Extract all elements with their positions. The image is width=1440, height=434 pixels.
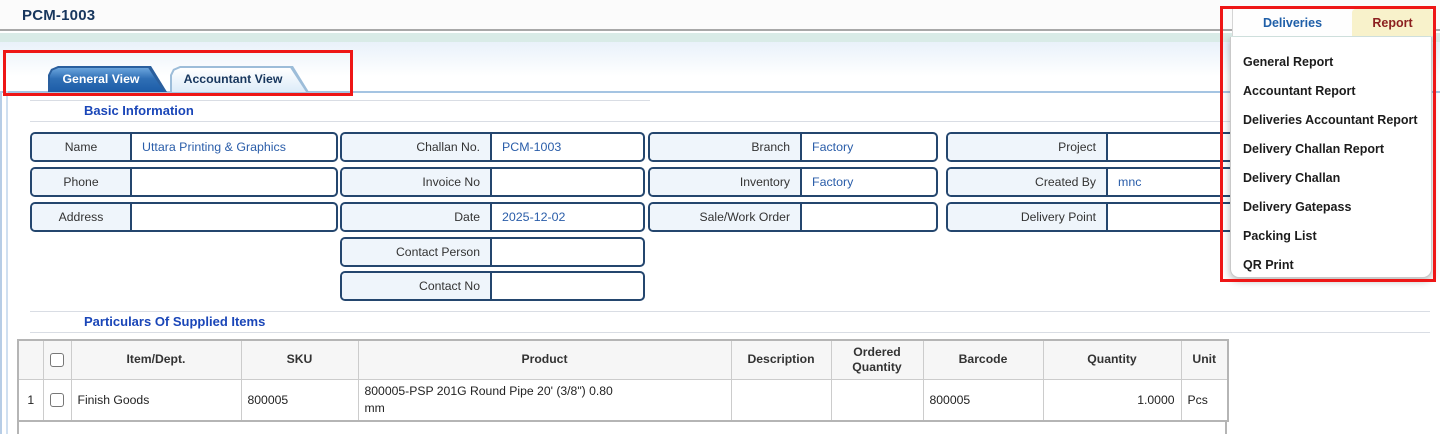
menu-item-delivery-challan-report[interactable]: Delivery Challan Report <box>1243 142 1385 156</box>
field-branch: Branch Factory <box>648 132 938 162</box>
field-contact-no: Contact No <box>340 271 645 301</box>
tab-report[interactable]: Report <box>1352 9 1433 36</box>
divider <box>30 332 1430 333</box>
divider <box>30 311 1430 312</box>
header-product: Product <box>357 339 732 380</box>
field-inventory: Inventory Factory <box>648 167 938 197</box>
header-item-dept: Item/Dept. <box>70 339 242 380</box>
cell-item-dept: Finish Goods <box>70 378 242 422</box>
header-sku: SKU <box>240 339 359 380</box>
panel-left-border-inner <box>6 91 8 434</box>
page-title: PCM-1003 <box>22 7 96 24</box>
field-name-label: Name <box>32 134 132 160</box>
cell-sku: 800005 <box>240 378 359 422</box>
tab-general-view[interactable]: General View <box>48 66 170 92</box>
menu-item-general-report[interactable]: General Report <box>1243 55 1334 69</box>
field-created-by-value[interactable]: mnc <box>1118 175 1142 189</box>
field-contact-person-label: Contact Person <box>342 239 492 265</box>
menu-item-accountant-report[interactable]: Accountant Report <box>1243 84 1356 98</box>
field-invoice-no-label: Invoice No <box>342 169 492 195</box>
table-row: 1 Finish Goods 800005 800005-PSP 201G Ro… <box>17 378 1229 422</box>
row-checkbox[interactable] <box>50 393 64 408</box>
header-row-number <box>17 339 44 380</box>
field-date: Date 2025-12-02 <box>340 202 645 232</box>
field-sale-work-order-value[interactable] <box>802 204 936 230</box>
tab-accountant-view-label: Accountant View <box>183 72 283 86</box>
particulars-heading: Particulars Of Supplied Items <box>84 314 266 329</box>
field-name: Name Uttara Printing & Graphics <box>30 132 338 162</box>
panel-top-border <box>0 91 1440 93</box>
cell-ordered-quantity <box>830 378 924 422</box>
tab-deliveries[interactable]: Deliveries <box>1232 9 1352 36</box>
basic-information-heading: Basic Information <box>84 103 194 118</box>
cell-select <box>42 378 72 422</box>
field-sale-work-order: Sale/Work Order <box>648 202 938 232</box>
header-ordered-quantity: Ordered Quantity <box>830 339 924 380</box>
cell-quantity: 1.0000 <box>1042 378 1182 422</box>
menu-item-delivery-gatepass[interactable]: Delivery Gatepass <box>1243 200 1352 214</box>
divider <box>30 100 650 101</box>
header-barcode: Barcode <box>922 339 1044 380</box>
header-select-all <box>42 339 72 380</box>
field-invoice-no: Invoice No <box>340 167 645 197</box>
tab-general-view-label: General View <box>62 72 140 86</box>
report-dropdown-menu: General Report Accountant Report Deliver… <box>1230 37 1432 278</box>
header-band <box>0 0 1440 31</box>
field-address-value[interactable] <box>132 204 336 230</box>
field-phone: Phone <box>30 167 338 197</box>
field-branch-value[interactable]: Factory <box>812 140 854 154</box>
tab-shape <box>50 68 168 93</box>
field-contact-no-value[interactable] <box>492 273 643 299</box>
cell-product: 800005-PSP 201G Round Pipe 20' (3/8") 0.… <box>357 378 732 422</box>
field-contact-person: Contact Person <box>340 237 645 267</box>
teal-divider-band <box>0 33 1440 42</box>
field-sale-work-order-label: Sale/Work Order <box>650 204 802 230</box>
field-branch-label: Branch <box>650 134 802 160</box>
field-name-value[interactable]: Uttara Printing & Graphics <box>142 140 286 154</box>
divider <box>30 121 1430 122</box>
menu-item-packing-list[interactable]: Packing List <box>1243 229 1317 243</box>
field-project-label: Project <box>948 134 1108 160</box>
header-description: Description <box>730 339 832 380</box>
field-contact-person-value[interactable] <box>492 239 643 265</box>
cell-row-number: 1 <box>17 378 44 422</box>
select-all-checkbox[interactable] <box>50 352 64 367</box>
menu-item-delivery-challan[interactable]: Delivery Challan <box>1243 171 1341 185</box>
field-address-label: Address <box>32 204 132 230</box>
header-unit: Unit <box>1180 339 1229 380</box>
tab-shape <box>172 68 310 93</box>
field-phone-label: Phone <box>32 169 132 195</box>
supplied-items-table: Item/Dept. SKU Product Description Order… <box>17 339 1229 422</box>
tab-accountant-view[interactable]: Accountant View <box>170 66 312 92</box>
menu-item-deliveries-accountant-report[interactable]: Deliveries Accountant Report <box>1243 113 1418 127</box>
menu-item-qr-print[interactable]: QR Print <box>1243 258 1294 272</box>
table-header-row: Item/Dept. SKU Product Description Order… <box>17 339 1229 380</box>
field-inventory-value[interactable]: Factory <box>812 175 854 189</box>
panel-left-border-outer <box>0 91 2 434</box>
field-delivery-point-label: Delivery Point <box>948 204 1108 230</box>
field-contact-no-label: Contact No <box>342 273 492 299</box>
field-date-label: Date <box>342 204 492 230</box>
field-date-value[interactable]: 2025-12-02 <box>502 210 566 224</box>
field-created-by-label: Created By <box>948 169 1108 195</box>
cell-barcode: 800005 <box>922 378 1044 422</box>
field-challan-no-value[interactable]: PCM-1003 <box>502 140 562 154</box>
field-invoice-no-value[interactable] <box>492 169 643 195</box>
field-inventory-label: Inventory <box>650 169 802 195</box>
cell-unit: Pcs <box>1180 378 1229 422</box>
cell-description <box>730 378 832 422</box>
table-continuation <box>17 422 1227 434</box>
field-address: Address <box>30 202 338 232</box>
field-challan-no-label: Challan No. <box>342 134 492 160</box>
field-phone-value[interactable] <box>132 169 336 195</box>
header-quantity: Quantity <box>1042 339 1182 380</box>
product-text: 800005-PSP 201G Round Pipe 20' (3/8") 0.… <box>364 384 613 415</box>
field-challan-no: Challan No. PCM-1003 <box>340 132 645 162</box>
